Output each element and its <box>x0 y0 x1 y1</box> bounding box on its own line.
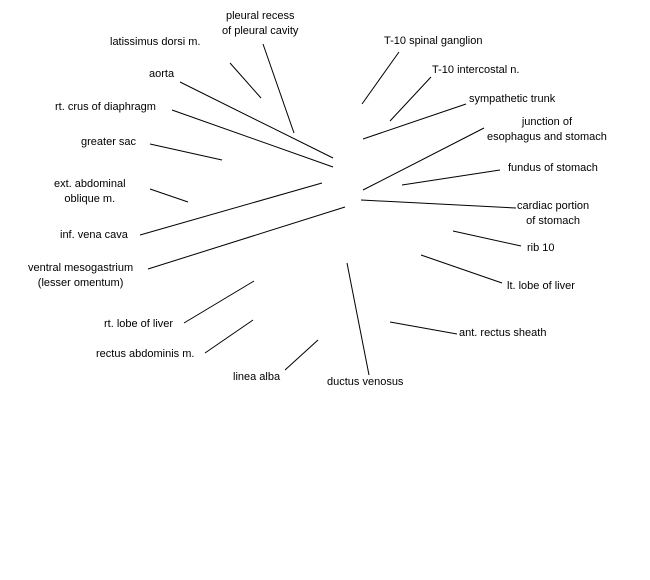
leader-line-t10-intercostal <box>389 76 432 122</box>
label-ant-rectus-sheath: ant. rectus sheath <box>459 327 547 339</box>
leader-line-pleural-recess <box>262 43 295 134</box>
label-cardiac-portion-line2: of stomach <box>526 215 580 227</box>
label-aorta: aorta <box>149 68 175 80</box>
label-rt-crus-of-diaphragm: rt. crus of diaphragm <box>55 101 156 113</box>
label-rt-lobe-of-liver: rt. lobe of liver <box>104 318 174 330</box>
label-greater-sac: greater sac <box>81 136 137 148</box>
leader-line-junction <box>362 127 485 191</box>
label-latissimus-dorsi: latissimus dorsi m. <box>110 36 201 48</box>
leader-line-latissimus-dorsi <box>229 62 262 99</box>
label-ventral-mesogastrium-line1: ventral mesogastrium <box>28 262 134 274</box>
leader-line-ventral-mesogastrium <box>147 206 346 270</box>
label-rectus-abdominis: rectus abdominis m. <box>96 348 195 360</box>
label-t10-intercostal-n: T-10 intercostal n. <box>432 64 520 76</box>
label-pleural-recess-line2: of pleural cavity <box>222 25 299 37</box>
leader-line-rt-crus <box>171 109 334 168</box>
label-cardiac-portion-line1: cardiac portion <box>517 200 590 212</box>
label-cardiac-portion: cardiac portion of stomach <box>517 199 589 229</box>
label-ext-abdominal-oblique: ext. abdominal oblique m. <box>54 177 126 207</box>
label-fundus-of-stomach: fundus of stomach <box>508 162 598 174</box>
leader-line-linea-alba <box>284 339 319 371</box>
label-ventral-mesogastrium: ventral mesogastrium (lesser omentum) <box>28 261 133 291</box>
label-sympathetic-trunk: sympathetic trunk <box>469 93 556 105</box>
leader-line-sympathetic-trunk <box>362 103 467 140</box>
leader-line-greater-sac <box>149 143 223 161</box>
leader-line-aorta <box>179 81 334 159</box>
leader-line-cardiac-portion <box>360 199 517 209</box>
leader-line-ext-abdominal-oblique <box>149 188 189 203</box>
leader-line-t10-spinal-ganglion <box>361 51 400 105</box>
label-linea-alba: linea alba <box>233 371 281 383</box>
label-ext-abdominal-oblique-line2: oblique m. <box>64 193 116 205</box>
label-lt-lobe-of-liver: lt. lobe of liver <box>507 280 575 292</box>
label-inf-vena-cava: inf. vena cava <box>60 229 128 241</box>
label-t10-spinal-ganglion: T-10 spinal ganglion <box>384 35 483 47</box>
leader-line-rectus-abdominis <box>204 319 254 354</box>
label-pleural-recess: pleural recess of pleural cavity <box>222 9 298 39</box>
label-ventral-mesogastrium-line2: (lesser omentum) <box>37 277 124 289</box>
label-junction-esophagus-stomach: junction of esophagus and stomach <box>487 115 607 145</box>
leader-line-ant-rectus-sheath <box>389 321 458 335</box>
label-ductus-venosus: ductus venosus <box>327 376 404 388</box>
leader-line-inf-vena-cava <box>139 182 323 236</box>
leader-line-lt-lobe-liver <box>420 254 503 284</box>
label-junction-line2: esophagus and stomach <box>487 131 607 143</box>
label-ext-abdominal-oblique-line1: ext. abdominal <box>54 178 126 190</box>
leader-line-rt-lobe-liver <box>183 280 255 324</box>
label-junction-line1: junction of <box>521 116 573 128</box>
label-pleural-recess-line1: pleural recess <box>225 10 295 22</box>
label-rib-10: rib 10 <box>527 242 555 254</box>
leader-line-fundus <box>401 169 501 186</box>
leader-line-rib-10 <box>452 230 522 247</box>
leader-line-ductus-venosus <box>346 262 370 376</box>
